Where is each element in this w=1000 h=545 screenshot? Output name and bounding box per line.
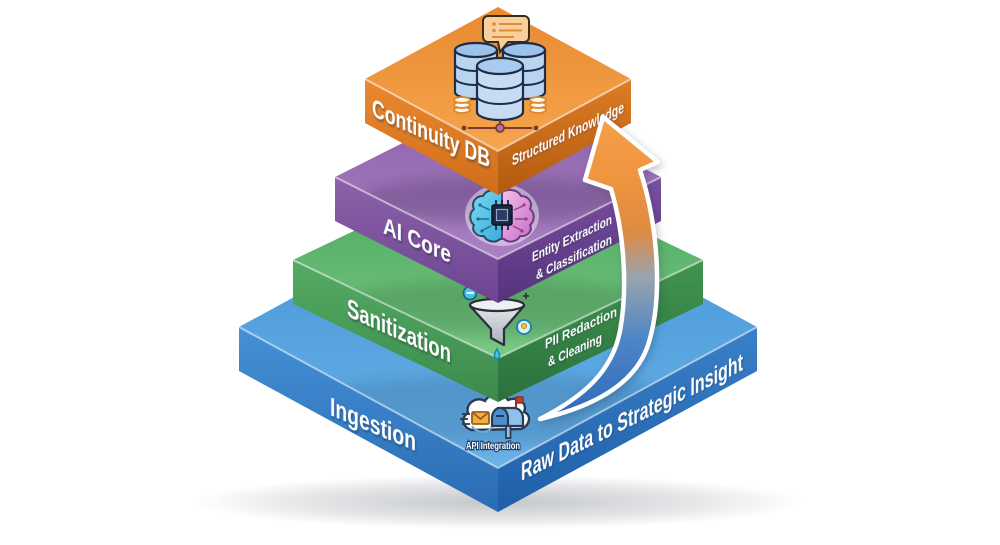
db-cylinder-center [475, 56, 525, 122]
envelope-flap [471, 411, 490, 421]
cloud-mailbox-icon [460, 393, 531, 439]
network-endpoint [461, 125, 467, 131]
brain-right-hemisphere [501, 188, 535, 243]
coin [453, 96, 471, 104]
bulb-glyph [521, 323, 527, 329]
circuit-node [478, 203, 482, 207]
circuit-trace [482, 225, 492, 231]
network-endpoint [533, 125, 539, 131]
bubble-bullet [492, 28, 496, 33]
continuity-db-right-face [498, 79, 631, 195]
continuity-db-left-face [365, 79, 498, 195]
coin-stack-left [453, 96, 471, 114]
coin-stack-right [529, 96, 547, 114]
circuit-node [524, 217, 528, 221]
chip-core [495, 208, 509, 222]
brain-left-hemisphere [469, 188, 503, 243]
database-network-icon [453, 15, 547, 133]
network-node [495, 123, 505, 133]
water-drop [493, 347, 501, 360]
sanitization-left-face [293, 260, 498, 402]
ingestion-icon-caption: API Integration [466, 441, 520, 452]
bubble-bullet [492, 22, 496, 26]
mailbox-flag [515, 396, 524, 404]
db-body [475, 66, 525, 122]
circuit-trace [513, 205, 524, 211]
db-ring [476, 80, 524, 90]
coin [529, 96, 547, 104]
ai-core-left-face [335, 177, 498, 303]
circuit-trace [512, 225, 522, 231]
brain-chip-icon [465, 184, 539, 246]
circuit-node [520, 229, 524, 233]
ingestion-right-face [498, 327, 757, 512]
wing-swoosh [471, 425, 493, 433]
ingestion-left-face [239, 327, 498, 512]
circuit-node [476, 217, 480, 221]
continuity-db-edge-highlight [364, 78, 632, 153]
ingestion-edge-highlight [238, 326, 758, 470]
db-top [453, 41, 499, 59]
growth-arrow [537, 114, 661, 422]
circuit-node [480, 229, 484, 233]
ai-core-edge-highlight [334, 176, 662, 261]
circuit-trace [480, 205, 491, 211]
db-top [475, 56, 525, 76]
db-ring [476, 95, 524, 105]
db-top [501, 41, 547, 59]
circuit-node [522, 203, 526, 207]
mailbox-post [505, 425, 512, 439]
